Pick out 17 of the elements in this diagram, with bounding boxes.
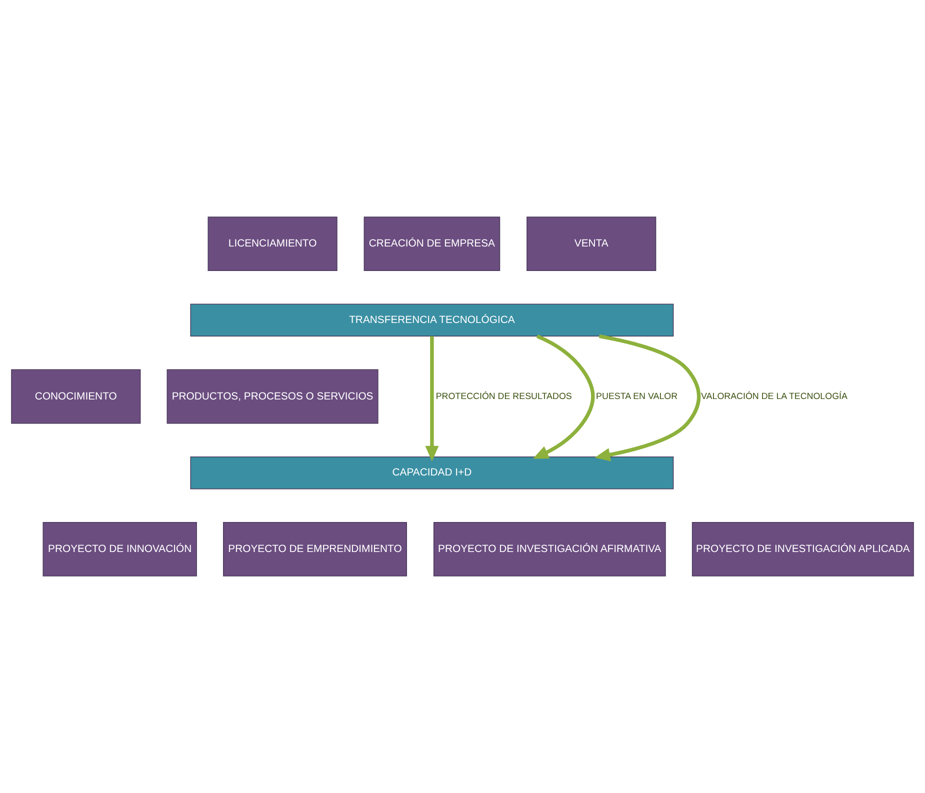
node-box: VENTA	[526, 216, 656, 271]
node-box: CAPACIDAD I+D	[190, 456, 674, 490]
edge-label: VALORACIÓN DE LA TECNOLOGÍA	[701, 390, 848, 401]
node-box: PROYECTO DE INNOVACIÓN	[42, 522, 197, 576]
node-box: PRODUCTOS, PROCESOS O SERVICIOS	[166, 369, 378, 424]
node-box: PROYECTO DE EMPRENDIMIENTO	[223, 522, 407, 576]
arrow	[425, 336, 439, 462]
node-box: LICENCIAMIENTO	[208, 216, 338, 271]
node-box: CONOCIMIENTO	[11, 369, 141, 424]
node-box: PROYECTO DE INVESTIGACIÓN AFIRMATIVA	[433, 522, 666, 576]
node-box: CREACIÓN DE EMPRESA	[364, 216, 500, 271]
node-box: TRANSFERENCIA TECNOLÓGICA	[190, 304, 674, 337]
edge-label: PROTECCIÓN DE RESULTADOS	[436, 390, 572, 401]
edge-label: PUESTA EN VALOR	[596, 390, 678, 401]
arrow	[532, 334, 595, 459]
node-box: PROYECTO DE INVESTIGACIÓN APLICADA	[692, 522, 914, 576]
arrow	[594, 334, 701, 462]
